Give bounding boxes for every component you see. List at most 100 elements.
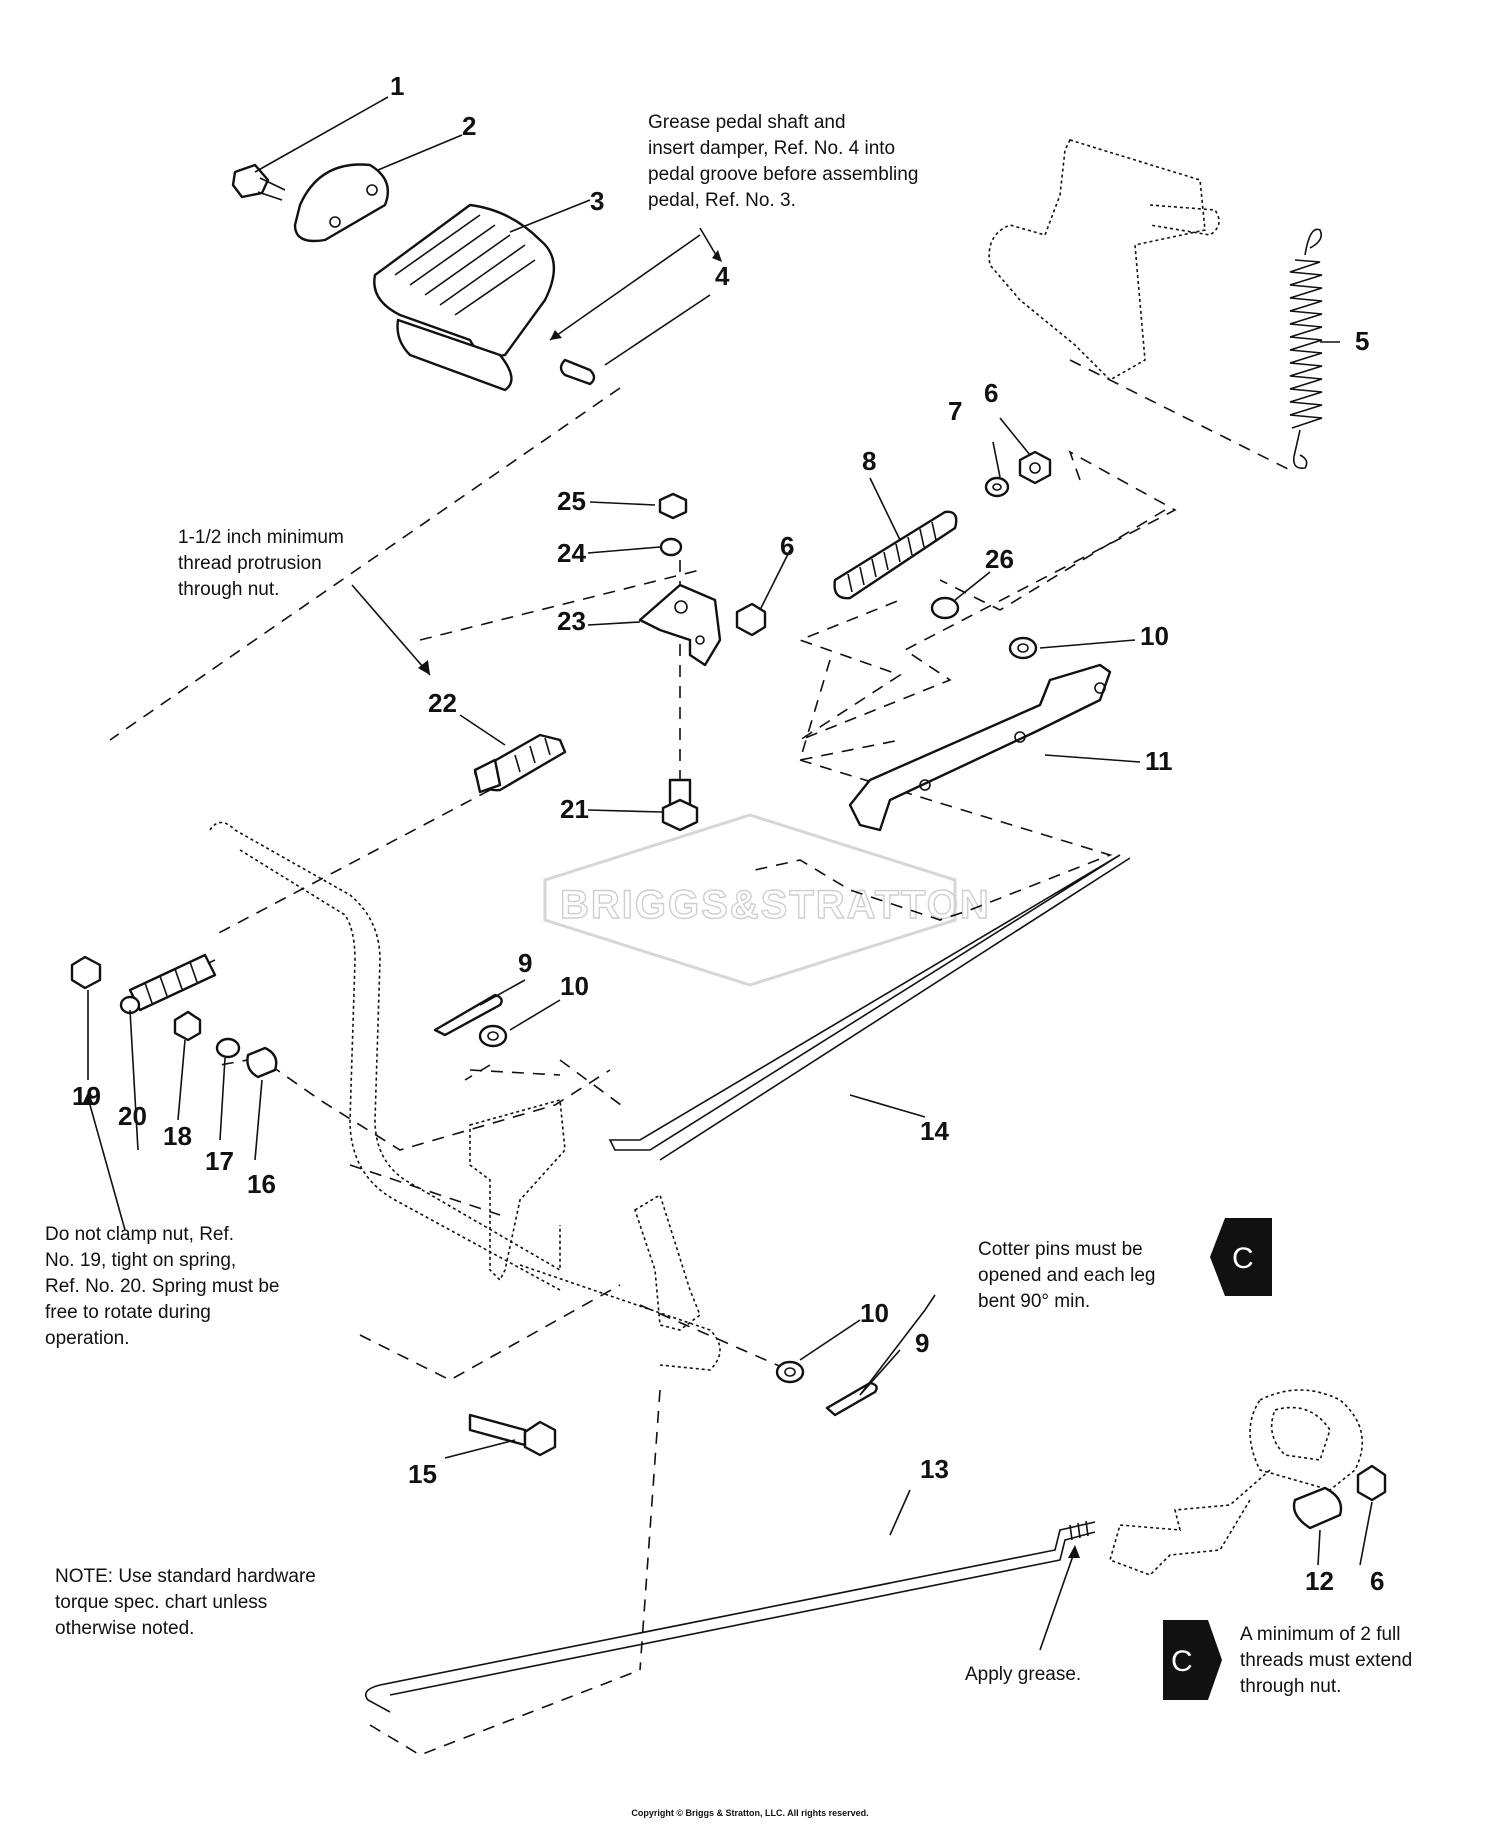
part-9-cotter-upper (433, 993, 503, 1037)
label-21: 21 (560, 794, 589, 824)
svg-text:Cotter pins must be: Cotter pins must be (978, 1239, 1143, 1260)
bracket-outline-top (988, 139, 1220, 381)
label-2: 2 (462, 111, 476, 141)
note-cotter-pins: Cotter pins must be opened and each leg … (978, 1239, 1156, 1312)
part-15-bolt (468, 1413, 557, 1457)
part-7-washer (984, 476, 1010, 498)
label-19: 19 (72, 1081, 101, 1111)
svg-text:Ref. No. 20. Spring must be: Ref. No. 20. Spring must be (45, 1276, 279, 1297)
label-11: 11 (1145, 746, 1173, 776)
svg-text:No. 19, tight on spring,: No. 19, tight on spring, (45, 1250, 236, 1271)
watermark-text: BRIGGS&STRATTON (560, 883, 991, 927)
assembly-lines (109, 359, 1291, 1756)
svg-text:Do not clamp nut, Ref.: Do not clamp nut, Ref. (45, 1224, 234, 1245)
note-do-not-clamp: Do not clamp nut, Ref. No. 19, tight on … (45, 1224, 279, 1349)
label-20: 20 (118, 1101, 147, 1131)
label-13: 13 (920, 1454, 949, 1484)
note-grease-pedal: Grease pedal shaft and insert damper, Re… (648, 112, 918, 211)
label-22: 22 (428, 688, 457, 718)
svg-text:bent 90° min.: bent 90° min. (978, 1291, 1090, 1312)
label-10b: 10 (560, 971, 589, 1001)
svg-text:otherwise noted.: otherwise noted. (55, 1618, 194, 1639)
part-25-nut (658, 492, 688, 520)
part-21-bolt (661, 778, 699, 832)
svg-text:free to rotate during: free to rotate during (45, 1302, 211, 1323)
part-6-nut-bottom (1356, 1464, 1387, 1502)
part-13-rod (364, 1520, 1096, 1713)
label-23: 23 (557, 606, 586, 636)
svg-text:insert damper, Ref. No. 4 into: insert damper, Ref. No. 4 into (648, 138, 895, 159)
svg-text:opened and each leg: opened and each leg (978, 1265, 1156, 1286)
copyright: Copyright © Briggs & Stratton, LLC. All … (631, 1808, 868, 1818)
lever-outline-bottom (1109, 1389, 1363, 1576)
part-10-washer-mid (478, 1024, 508, 1048)
part-6-nut (1018, 450, 1052, 485)
label-7: 7 (948, 396, 962, 426)
svg-text:Grease pedal shaft and: Grease pedal shaft and (648, 112, 846, 133)
label-14: 14 (920, 1116, 949, 1146)
part-14-rod (608, 854, 1131, 1161)
label-10a: 10 (1140, 621, 1169, 651)
label-9a: 9 (518, 948, 532, 978)
part-24-lockwasher (659, 537, 683, 557)
svg-text:torque spec. chart unless: torque spec. chart unless (55, 1592, 267, 1613)
part-12-spacer (1292, 1486, 1343, 1530)
part-22-eyebolt (473, 733, 567, 794)
pedal-bracket-plates (469, 1098, 721, 1371)
svg-text:through nut.: through nut. (1240, 1676, 1341, 1697)
part-5-spring (1289, 228, 1323, 469)
svg-text:NOTE: Use standard hardware: NOTE: Use standard hardware (55, 1566, 316, 1587)
svg-text:through nut.: through nut. (178, 579, 279, 600)
part-20-spring (119, 953, 217, 1015)
part-8-threaded-rod (833, 510, 958, 600)
part-3-pedal (373, 203, 556, 392)
part-18-nut (173, 1010, 202, 1042)
svg-text:Apply grease.: Apply grease. (965, 1664, 1081, 1685)
part-26-clip (930, 596, 960, 620)
part-10-washer-upper (1008, 636, 1038, 660)
label-12: 12 (1305, 1566, 1334, 1596)
label-26: 26 (985, 544, 1014, 574)
label-8: 8 (862, 446, 876, 476)
part-4-damper (559, 358, 596, 386)
svg-text:thread protrusion: thread protrusion (178, 553, 322, 574)
part-9-cotter-lower (825, 1381, 878, 1417)
label-3: 3 (590, 186, 604, 216)
part-2-plate (293, 163, 390, 243)
part-19-nut (70, 955, 102, 990)
part-6-nut-mid (735, 602, 767, 637)
leader-lines (87, 96, 1373, 1651)
svg-text:pedal, Ref. No. 3.: pedal, Ref. No. 3. (648, 190, 796, 211)
label-6a: 6 (984, 378, 998, 408)
part-17-washer (215, 1037, 241, 1059)
note-thread-protrusion: 1-1/2 inch minimum thread protrusion thr… (178, 527, 344, 600)
label-6c: 6 (1370, 1566, 1384, 1596)
label-10c: 10 (860, 1298, 889, 1328)
label-18: 18 (163, 1121, 192, 1151)
part-23-bracket (638, 583, 722, 667)
note-apply-grease: Apply grease. (965, 1664, 1081, 1685)
note-minimum-threads: A minimum of 2 full threads must extend … (1240, 1624, 1412, 1697)
label-1: 1 (390, 71, 404, 101)
part-16-spacer (246, 1046, 278, 1079)
label-17: 17 (205, 1146, 234, 1176)
label-16: 16 (247, 1169, 276, 1199)
label-24: 24 (557, 538, 586, 568)
label-5: 5 (1355, 326, 1369, 356)
part-1-screw (231, 163, 286, 201)
svg-text:A minimum of 2 full: A minimum of 2 full (1240, 1624, 1401, 1645)
svg-text:C: C (1171, 1645, 1193, 1678)
c-symbol-bottom: C (1163, 1620, 1222, 1700)
part-10-washer-lower (775, 1360, 805, 1384)
svg-text:1-1/2 inch minimum: 1-1/2 inch minimum (178, 527, 344, 548)
c-symbol-top: C (1210, 1218, 1272, 1296)
svg-text:C: C (1232, 1242, 1254, 1275)
briggs-stratton-watermark: BRIGGS&STRATTON (543, 813, 991, 987)
svg-text:pedal groove before assembling: pedal groove before assembling (648, 164, 918, 185)
pedal-arm-outline (209, 821, 561, 1291)
part-11-link-bar (848, 663, 1112, 832)
svg-text:threads must extend: threads must extend (1240, 1650, 1412, 1671)
svg-text:operation.: operation. (45, 1328, 130, 1349)
label-6b: 6 (780, 531, 794, 561)
